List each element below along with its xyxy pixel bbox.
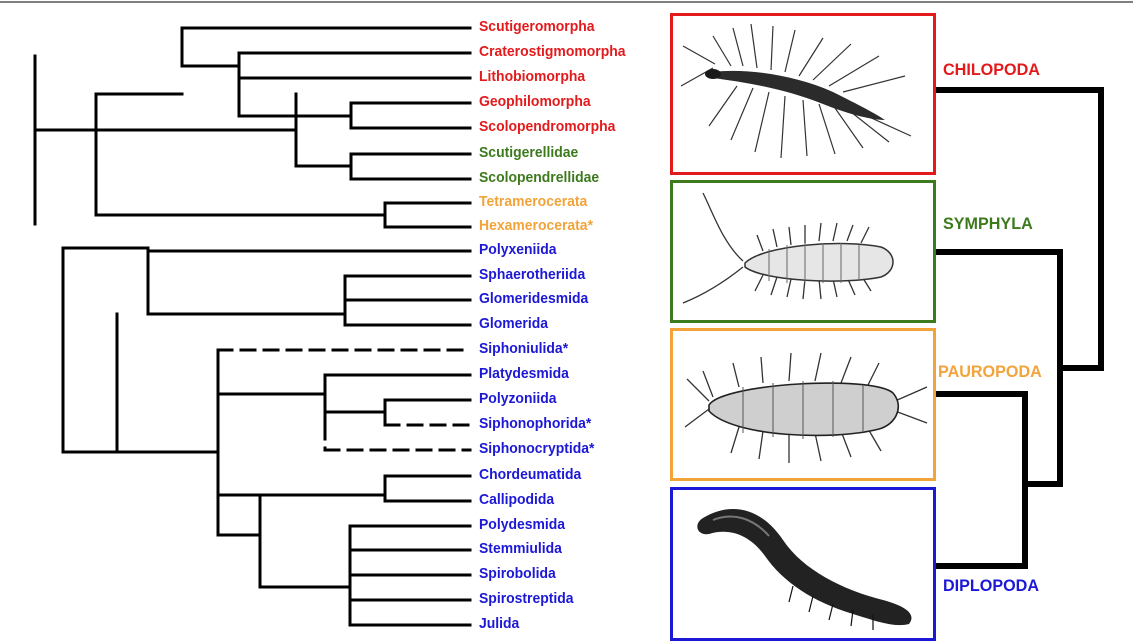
taxon-label: Glomerida	[479, 315, 548, 333]
pauropod-illustration	[673, 331, 933, 478]
taxon-label: Spirostreptida	[479, 590, 574, 608]
taxon-label: Craterostigmomorpha	[479, 43, 626, 61]
diplopoda-image-panel	[670, 487, 936, 641]
taxon-label: Siphonophorida*	[479, 415, 591, 433]
pauropoda-label: PAUROPODA	[938, 362, 1042, 382]
taxon-label: Polydesmida	[479, 516, 565, 534]
taxon-label: Scutigerellidae	[479, 144, 578, 162]
taxon-label: Siphoniulida*	[479, 340, 568, 358]
taxon-label: Spirobolida	[479, 565, 556, 583]
taxon-label: Hexamerocerata*	[479, 217, 593, 235]
centipede-illustration	[673, 16, 933, 172]
taxon-label: Julida	[479, 615, 519, 633]
taxon-label: Scolopendromorpha	[479, 118, 615, 136]
chilopoda-label: CHILOPODA	[943, 60, 1040, 80]
taxon-label: Siphonocryptida*	[479, 440, 594, 458]
symphyla-label: SYMPHYLA	[943, 214, 1033, 234]
taxon-label: Polyzoniida	[479, 390, 557, 408]
symphyla-image-panel	[670, 180, 936, 323]
taxon-label: Scolopendrellidae	[479, 169, 599, 187]
taxon-label: Polyxeniida	[479, 241, 557, 259]
taxon-label: Sphaerotheriida	[479, 266, 585, 284]
millipede-illustration	[673, 490, 933, 638]
taxon-label: Geophilomorpha	[479, 93, 591, 111]
symphylan-illustration	[673, 183, 933, 320]
taxon-label: Platydesmida	[479, 365, 569, 383]
taxon-label: Chordeumatida	[479, 466, 581, 484]
taxon-label: Stemmiulida	[479, 540, 562, 558]
taxon-label: Tetramerocerata	[479, 193, 587, 211]
taxon-label: Scutigeromorpha	[479, 18, 594, 36]
taxon-label: Glomeridesmida	[479, 290, 588, 308]
taxon-label: Callipodida	[479, 491, 554, 509]
taxon-label: Lithobiomorpha	[479, 68, 585, 86]
pauropoda-image-panel	[670, 328, 936, 481]
chilopoda-image-panel	[670, 13, 936, 175]
diplopoda-label: DIPLOPODA	[943, 576, 1039, 596]
